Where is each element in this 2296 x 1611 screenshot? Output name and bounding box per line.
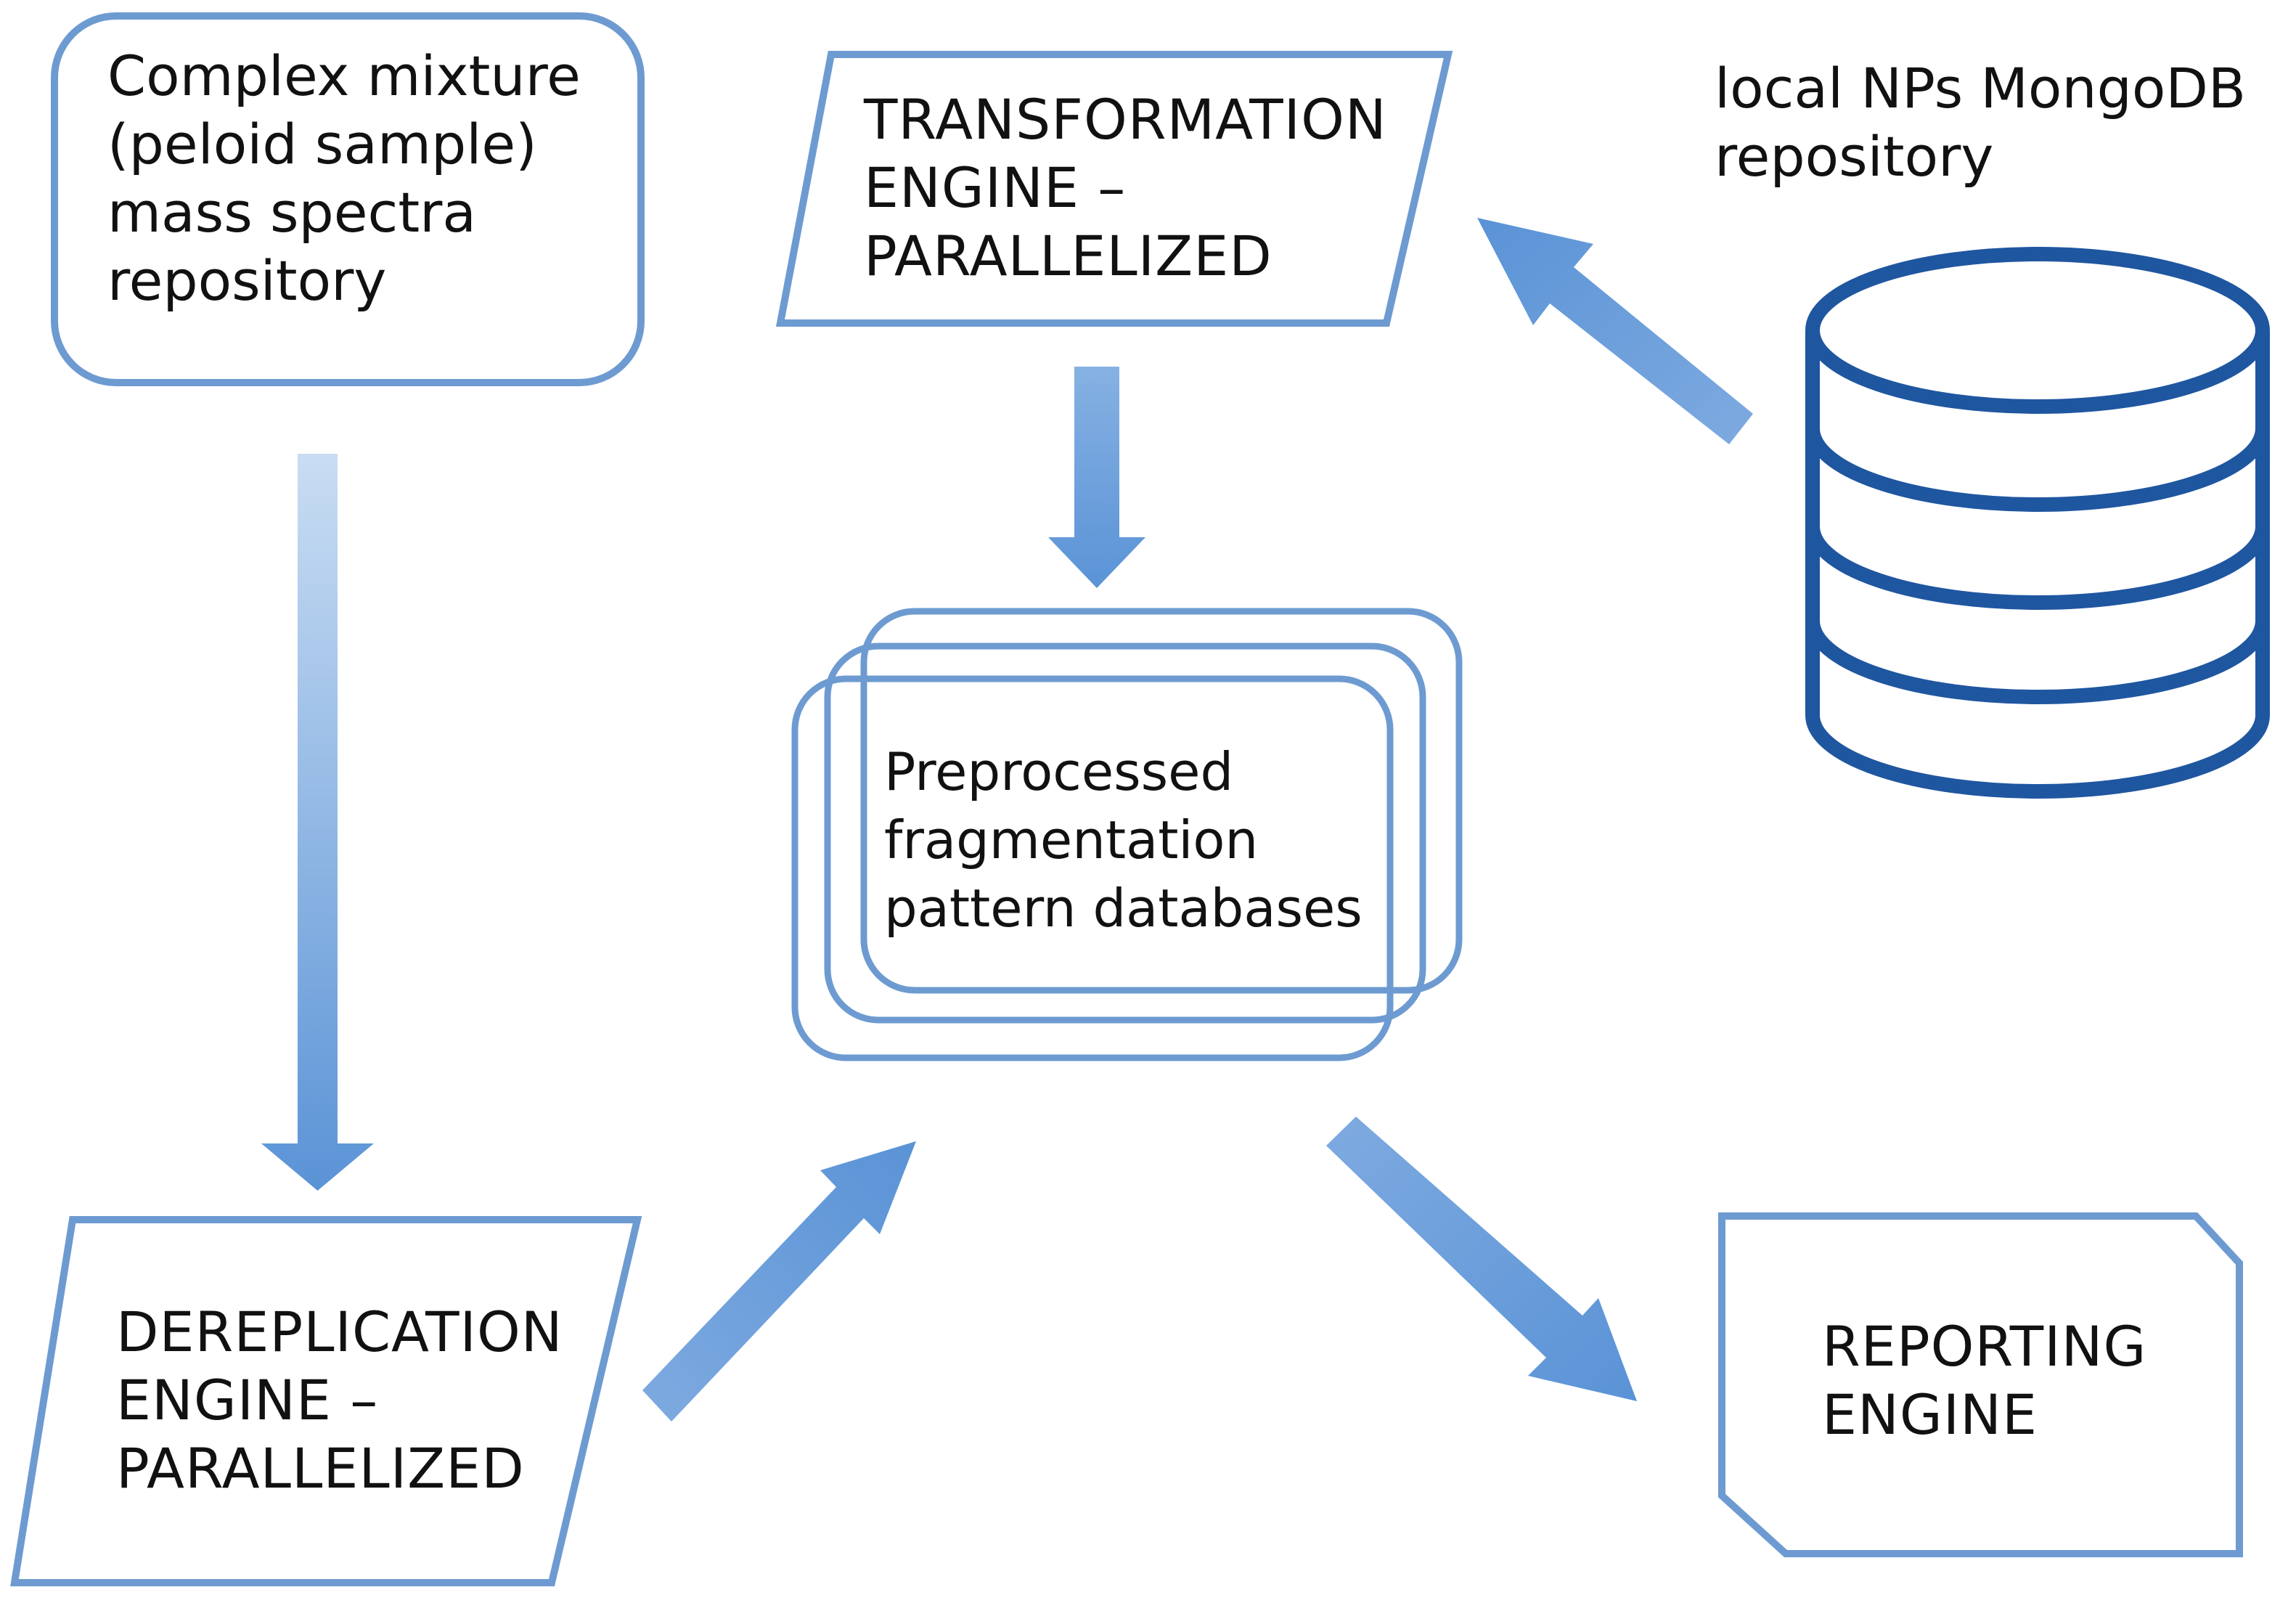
source-label: Complex mixture (peloid sample) mass spe… xyxy=(107,44,581,313)
repository-label: local NPs MongoDB repository xyxy=(1715,56,2246,189)
source-box xyxy=(51,12,645,386)
reporting-engine-label: REPORTING ENGINE xyxy=(1822,1314,2147,1447)
transformation-engine-label: TRANSFORMATION ENGINE – PARALLELIZED xyxy=(864,87,1387,288)
arrow-source-to-dereplication xyxy=(261,454,374,1191)
arrow-transformation-to-databases xyxy=(1048,367,1145,588)
dereplication-engine-shape xyxy=(10,1216,642,1586)
database-stack-back xyxy=(860,608,1463,994)
database-stack-front xyxy=(791,675,1394,1061)
arrow-dereplication-to-databases xyxy=(642,1141,916,1422)
reporting-engine-shape xyxy=(1718,1212,2243,1557)
database-cylinder-icon xyxy=(1805,247,2270,799)
databases-label: Preprocessed fragmentation pattern datab… xyxy=(884,741,1363,939)
database-stack-middle xyxy=(824,643,1426,1024)
dereplication-engine-label: DEREPLICATION ENGINE – PARALLELIZED xyxy=(116,1300,563,1501)
arrow-databases-to-reporting xyxy=(1326,1117,1637,1401)
arrow-repository-to-transformation xyxy=(1477,218,1753,444)
transformation-engine-shape xyxy=(775,51,1453,327)
